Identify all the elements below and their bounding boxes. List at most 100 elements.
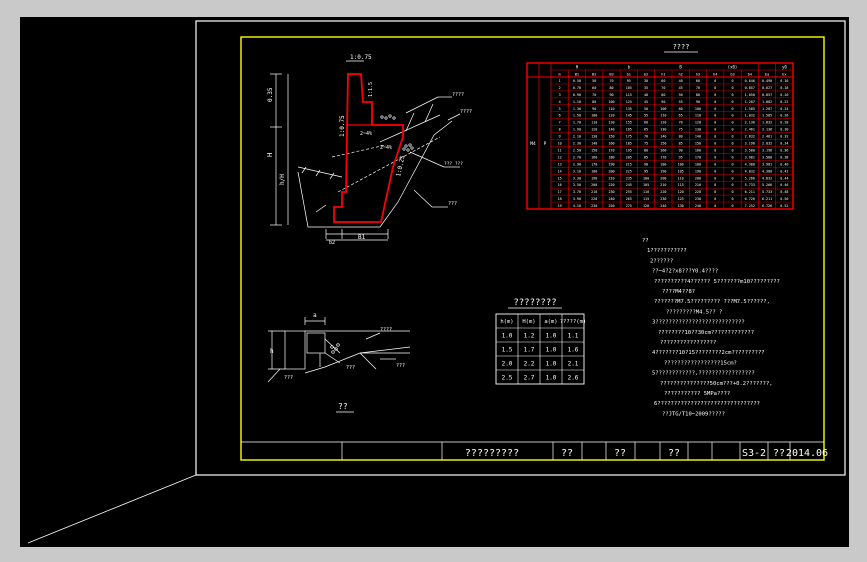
height-table-cell: 1.2 (524, 333, 535, 340)
dimension-table-cell: 0 (731, 107, 733, 111)
dimension-table-cell: 5.266 (745, 176, 755, 180)
dimension-table-cell: 2.832 (745, 135, 755, 139)
drawing-frame (240, 36, 825, 461)
height-table-cell: 1.0 (546, 347, 557, 354)
dimension-table-cell: 150 (608, 135, 614, 139)
height-table-cell: 2.5 (502, 375, 513, 382)
dimension-table-cell: 0 (731, 86, 733, 90)
dimension-table-cell: 130 (591, 135, 597, 139)
height-table-title: ???????? (513, 298, 556, 308)
title-block-date: 2014.06 (786, 448, 828, 459)
dimension-table-cell: 155 (626, 121, 632, 125)
dimension-table-cell: 140 (591, 142, 597, 146)
dimension-table-cell: 2.136 (762, 128, 772, 132)
detail-title: ?? (338, 402, 348, 411)
dimension-table-cell: 195 (626, 148, 632, 152)
dimension-table-cell: 85 (679, 142, 683, 146)
dimension-table-cell: 5.733 (745, 183, 755, 187)
label-back: ???? (460, 109, 472, 115)
dimension-table-cell: 8 (559, 128, 561, 132)
dimension-table-cell: 180 (608, 155, 614, 159)
dimension-table-cell: 0.52 (780, 204, 788, 208)
dimension-table-cell: 2.70 (573, 155, 581, 159)
dimension-table-cell: 55 (644, 114, 648, 118)
dimension-table-cell: 110 (695, 114, 701, 118)
dimension-table-cell: 0.20 (780, 93, 788, 97)
dimension-table-cell: 0.22 (780, 100, 788, 104)
dim-bottom-label: b2 (329, 240, 335, 246)
detail-dim-label: a (313, 312, 317, 319)
height-table-cell: 2.0 (502, 361, 513, 368)
dimension-table-cell: 3.580 (745, 148, 755, 152)
dimension-table-cell: 170 (608, 148, 614, 152)
dimension-table-cell: 160 (695, 148, 701, 152)
dimension-table-cell: 3.30 (573, 176, 581, 180)
dimension-table-cell: 90 (696, 100, 700, 104)
dimension-table-header-sub: B3 (609, 73, 613, 77)
dim-base-label: B1 (358, 234, 366, 241)
dimension-table-cell: 65 (644, 128, 648, 132)
dimension-table-cell: 0.36 (780, 148, 788, 152)
design-note-line: ??????????? 5MPa???? (664, 391, 730, 397)
dimension-table-header-sub: B2 (592, 73, 596, 77)
dimension-table-cell: 60 (696, 79, 700, 83)
dimension-table-left-cell: M4 (530, 141, 536, 147)
viewport-edge-line (27, 474, 197, 544)
dimension-table-cell: 18 (558, 197, 562, 201)
dimension-table-cell: 0 (714, 121, 716, 125)
dimension-table-cell: 60 (644, 121, 648, 125)
dimension-table-cell: 9 (559, 135, 561, 139)
dimension-table-cell: 0.44 (780, 176, 788, 180)
height-table-header: ?????(m) (560, 319, 587, 325)
dimension-table-cell: 240 (608, 197, 614, 201)
dimension-table-cell: 0 (714, 86, 716, 90)
dimension-table-cell: 65 (679, 114, 683, 118)
dimension-table-cell: 5.266 (762, 183, 772, 187)
cad-viewport[interactable]: ????????? ?? ?? ?? S3-2 ?? 2014.06 (20, 17, 849, 547)
dimension-table-cell: 1 (559, 79, 561, 83)
dimension-table-cell: 145 (626, 114, 632, 118)
dimension-table-cell: 0.32 (780, 135, 788, 139)
dimension-table-header-sub: B1 (575, 73, 579, 77)
dimension-table-cell: 0 (714, 197, 716, 201)
dimension-table-cell: 100 (591, 114, 597, 118)
height-table-cell: 1.0 (502, 333, 513, 340)
dimension-table-cell: 165 (626, 128, 632, 132)
title-block-drawing-no: S3-2 (742, 448, 766, 459)
dimension-table-cell: 0 (731, 162, 733, 166)
dimension-table-cell: 0 (714, 114, 716, 118)
dimension-table-header-top: H (576, 65, 579, 70)
dimension-table-cell: 55 (679, 100, 683, 104)
dimension-table-cell: 1.90 (573, 128, 581, 132)
design-note-line: ????????10??30cm????????????? (658, 330, 754, 336)
height-table-cell: 1.0 (546, 375, 557, 382)
dimension-table-cell: 170 (695, 155, 701, 159)
dimension-table-cell: 0.16 (780, 79, 788, 83)
dimension-table-cell: 265 (626, 197, 632, 201)
dimension-table-cell: 50 (644, 107, 648, 111)
dimension-table-cell: 0.26 (780, 114, 788, 118)
dimension-table-cell: 6 (559, 114, 561, 118)
height-table-cell: 2.2 (524, 361, 535, 368)
dim-total-height-label: H (266, 153, 274, 157)
dimension-table-header-top: B (679, 65, 682, 70)
dimension-table-cell: 80 (592, 100, 596, 104)
dimension-table-cell: 6.211 (762, 197, 772, 201)
dimension-table-cell: 70 (644, 135, 648, 139)
height-table-cell: 2.1 (568, 361, 579, 368)
design-note-line: ?? (642, 238, 649, 244)
dimension-table-cell: 0 (714, 190, 716, 194)
dimension-table-cell: 120 (608, 114, 614, 118)
dimension-table-cell: 75 (644, 142, 648, 146)
drawing-canvas[interactable]: ????????? ?? ?? ?? S3-2 ?? 2014.06 (20, 17, 849, 547)
dimension-table-cell: 140 (608, 128, 614, 132)
dimension-table-cell: 0 (714, 148, 716, 152)
dimension-table-cell: 2.90 (573, 162, 581, 166)
dimension-table-cell: 110 (591, 121, 597, 125)
dimension-table-cell: 0.40 (780, 162, 788, 166)
dimension-table-cell: 2.50 (573, 148, 581, 152)
dimension-table-cell: 170 (591, 162, 597, 166)
dimension-table-header-sub: Ex (782, 73, 787, 77)
dimension-table-cell: 2.136 (745, 121, 755, 125)
